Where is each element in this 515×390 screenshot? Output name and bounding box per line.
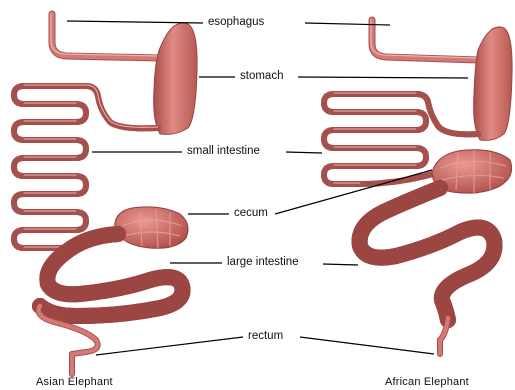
asian-elephant-gut bbox=[14, 14, 197, 374]
esophagus-leader-right bbox=[305, 23, 390, 25]
african-stomach bbox=[474, 27, 512, 140]
rectum-leader-left bbox=[96, 337, 243, 355]
esophagus-leader-left bbox=[67, 21, 203, 23]
african-esophagus bbox=[371, 20, 478, 60]
cecum-label: cecum bbox=[231, 206, 271, 220]
stomach-label: stomach bbox=[237, 69, 286, 83]
asian-stomach bbox=[154, 23, 197, 134]
small-intestine-leader-right bbox=[286, 152, 322, 153]
asian-cecum bbox=[115, 207, 188, 248]
stomach-leader-right bbox=[298, 77, 468, 78]
esophagus-label: esophagus bbox=[205, 15, 267, 29]
large-intestine-leader-right bbox=[323, 264, 358, 265]
small-intestine-label: small intestine bbox=[184, 144, 263, 158]
african-large-intestine bbox=[360, 188, 495, 320]
rectum-leader-right bbox=[300, 337, 434, 354]
large-intestine-label: large intestine bbox=[224, 255, 302, 269]
african-elephant-caption: African Elephant bbox=[385, 376, 469, 389]
rectum-label: rectum bbox=[245, 329, 286, 343]
asian-elephant-caption: Asian Elephant bbox=[36, 376, 113, 389]
african-elephant-gut bbox=[324, 20, 512, 354]
